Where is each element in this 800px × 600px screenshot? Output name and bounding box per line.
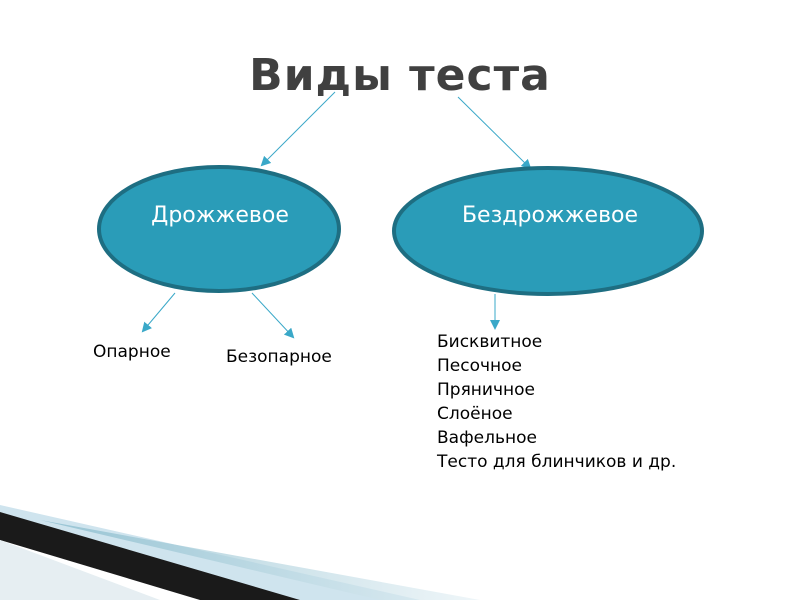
arrow-title-to-yeast <box>260 91 336 167</box>
list-item: Пряничное <box>437 380 535 400</box>
node-yeast-label: Дрожжевое <box>151 203 289 228</box>
page-title: Виды теста <box>249 50 551 101</box>
leaf-bezoparnoe: Безопарное <box>226 347 332 367</box>
list-item: Вафельное <box>437 428 537 448</box>
node-yeast-ellipse <box>97 165 341 293</box>
leaf-oparnoe: Опарное <box>93 342 171 362</box>
list-item: Песочное <box>437 356 523 376</box>
list-item: Тесто для блинчиков и др. <box>437 452 677 472</box>
list-item: Слоёное <box>437 404 513 424</box>
arrow-yeast-to-oparnoe <box>141 292 176 333</box>
arrow-yeast-to-bezoparnoe <box>251 292 295 339</box>
node-yeastless-ellipse <box>392 166 704 296</box>
arrow-title-to-yeastless <box>457 96 532 170</box>
list-item: Бисквитное <box>437 332 543 352</box>
node-yeastless-label: Бездрожжевое <box>461 203 639 228</box>
decorative-stripes <box>0 505 480 600</box>
yeastless-types-list: Бисквитное Песочное Пряничное Слоёное Ва… <box>437 330 697 474</box>
